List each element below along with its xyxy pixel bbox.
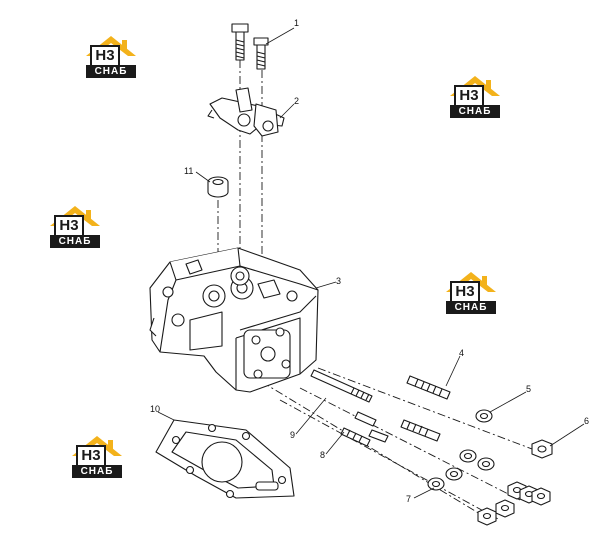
logo-mark: H3: [90, 45, 120, 67]
callout-1: 1: [294, 18, 299, 28]
part-cylinder-head: [149, 247, 319, 393]
part-hex-nuts: [477, 439, 553, 526]
callout-11: 11: [184, 166, 193, 176]
part-rocker-arm-assembly: [207, 87, 285, 137]
logo-sub: СНАБ: [450, 105, 500, 118]
logo-watermark-2: H3 СНАБ: [446, 74, 504, 118]
callout-4: 4: [459, 348, 464, 358]
callout-labels: 1 2 3 4 5 6 7 8 9 10 11: [150, 18, 589, 504]
callout-7: 7: [406, 494, 411, 504]
part-studs: [310, 369, 451, 442]
leader-lines: [157, 27, 585, 499]
callout-8: 8: [320, 450, 325, 460]
part-short-stud: [340, 427, 389, 447]
callout-10: 10: [150, 404, 160, 414]
logo-mark: H3: [76, 445, 106, 467]
callout-2: 2: [294, 96, 299, 106]
callout-9: 9: [290, 430, 295, 440]
logo-sub: СНАБ: [72, 465, 122, 478]
logo-watermark-3: H3 СНАБ: [46, 204, 104, 248]
part-bolt-pair: [231, 23, 269, 70]
callout-3: 3: [336, 276, 341, 286]
logo-sub: СНАБ: [86, 65, 136, 78]
logo-watermark-1: H3 СНАБ: [82, 34, 140, 78]
logo-watermark-4: H3 СНАБ: [442, 270, 500, 314]
logo-sub: СНАБ: [50, 235, 100, 248]
centre-lines: [217, 60, 541, 521]
logo-sub: СНАБ: [446, 301, 496, 314]
callout-5: 5: [526, 384, 531, 394]
part-head-gasket: [155, 419, 295, 499]
callout-6: 6: [584, 416, 589, 426]
part-washers: [427, 409, 495, 491]
part-cap-nut: [207, 176, 229, 198]
logo-watermark-5: H3 СНАБ: [68, 434, 126, 478]
